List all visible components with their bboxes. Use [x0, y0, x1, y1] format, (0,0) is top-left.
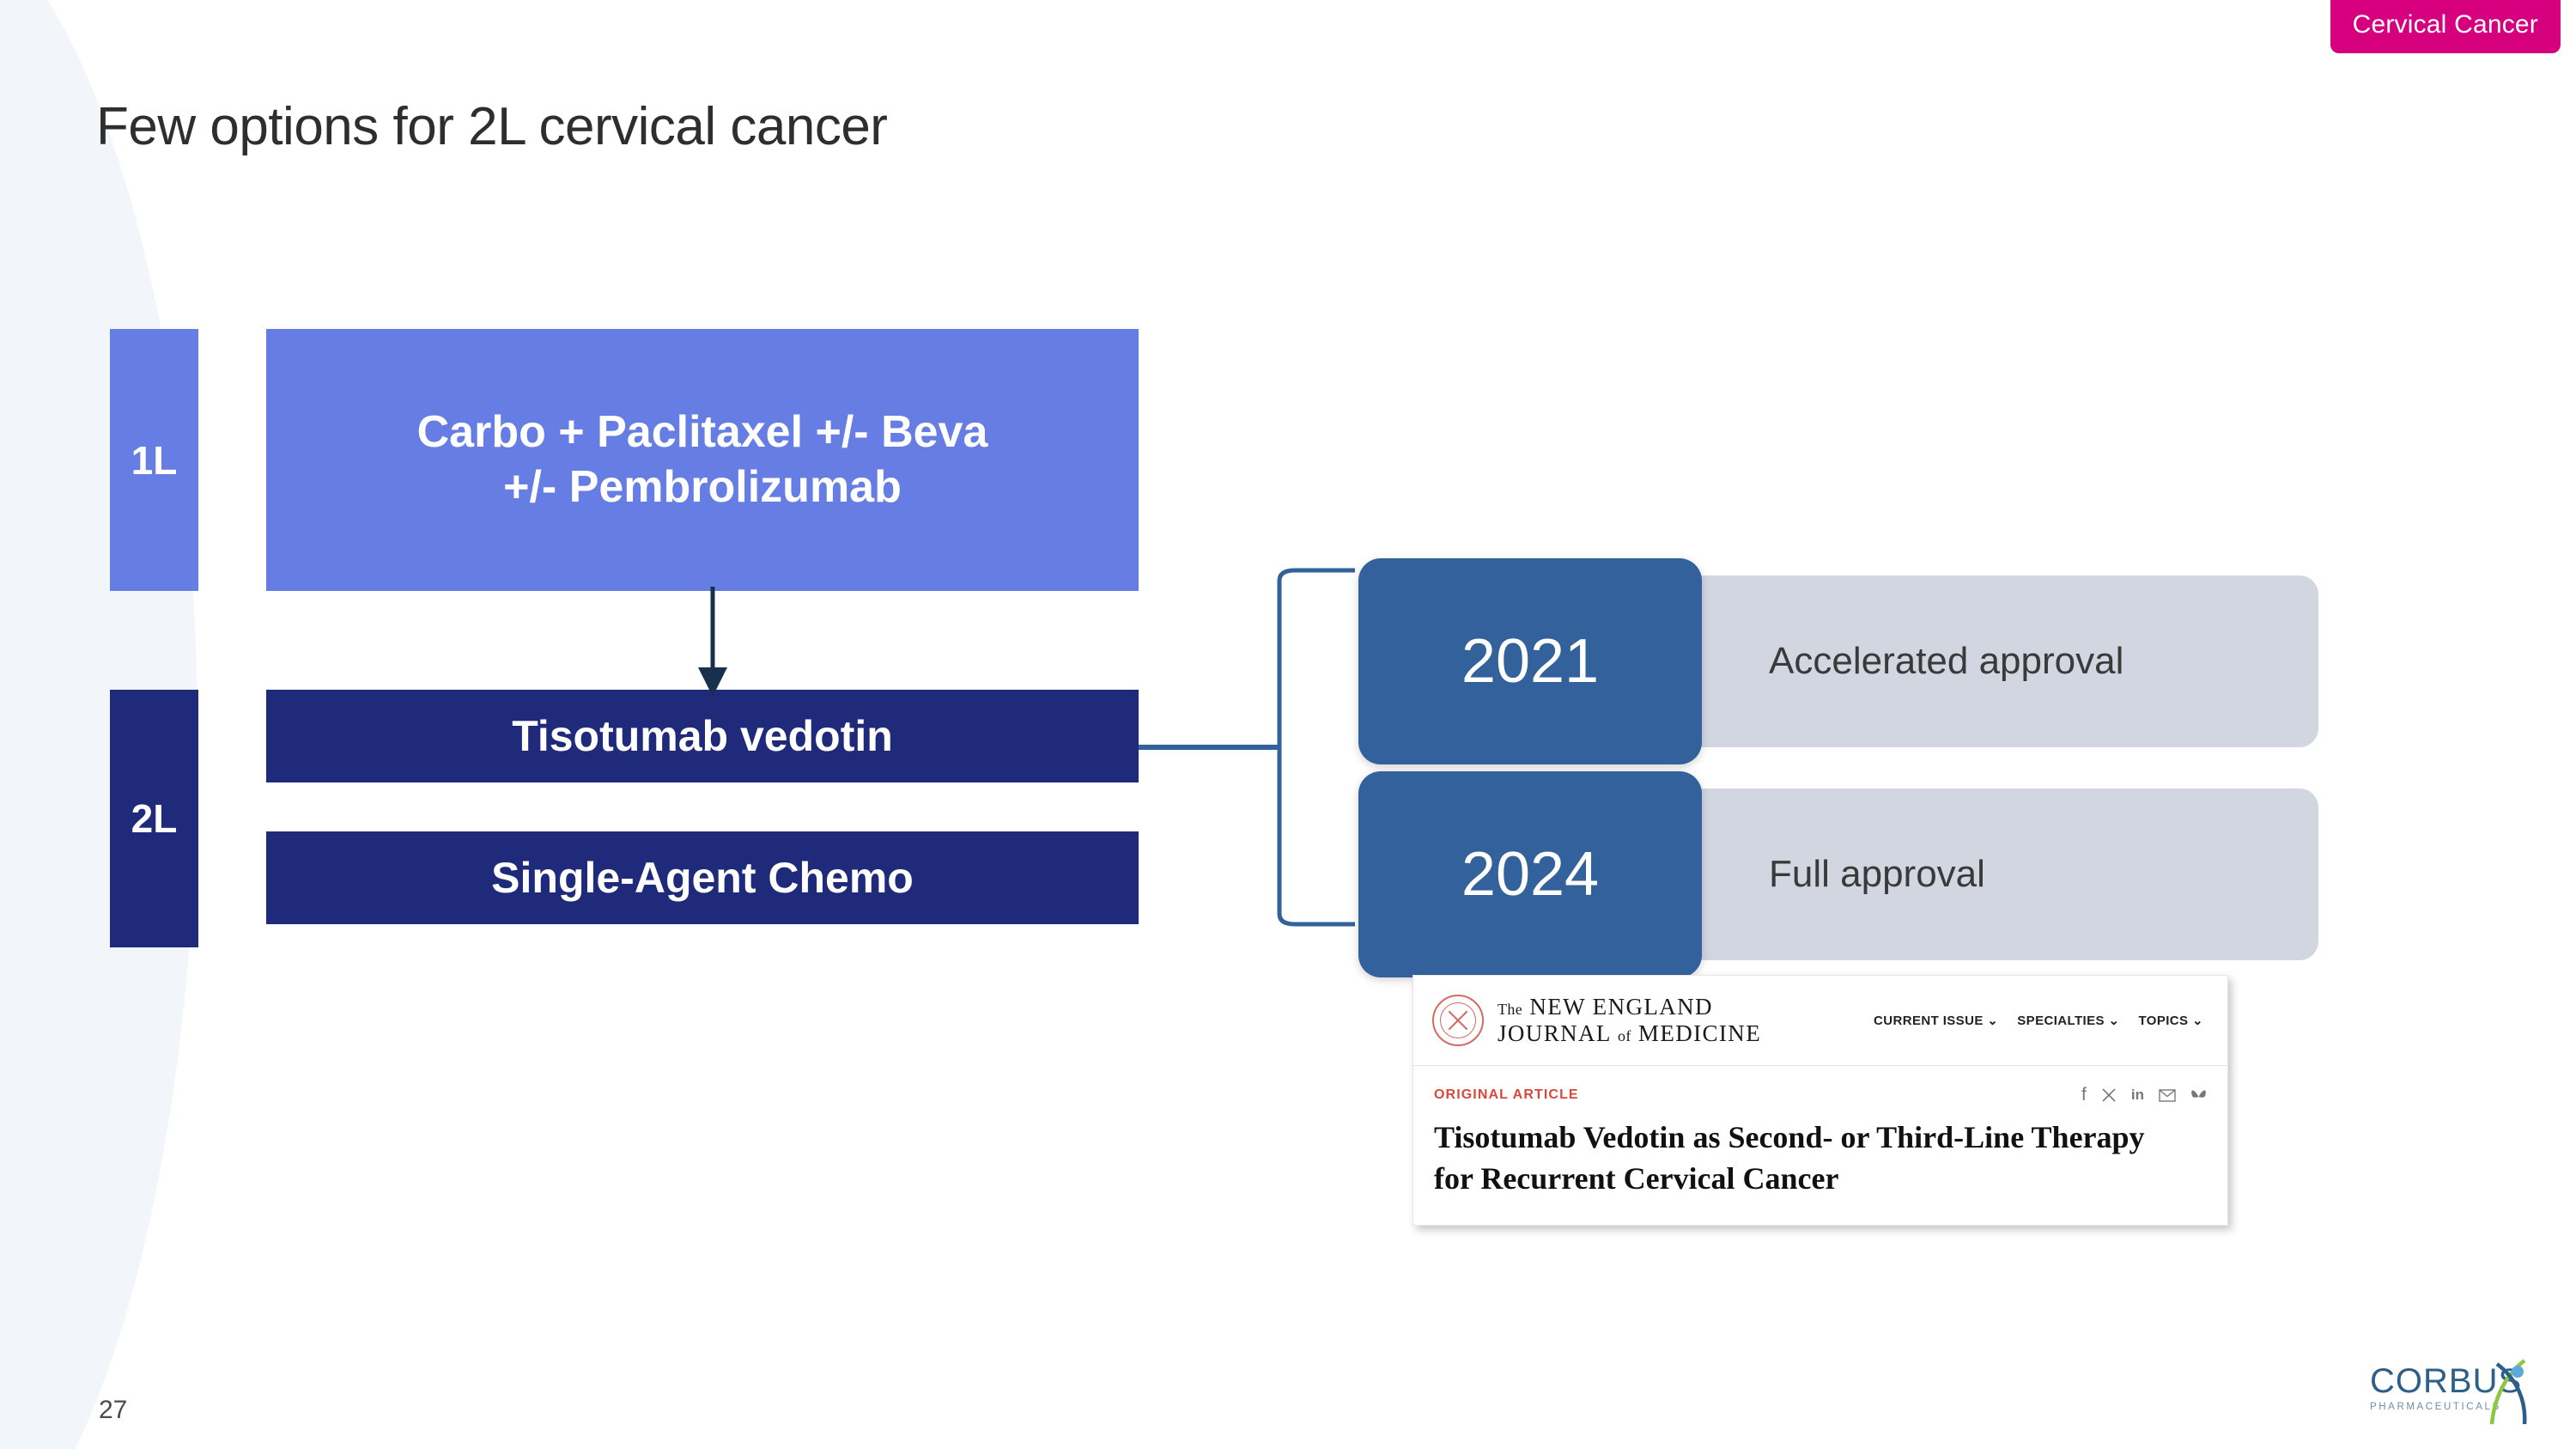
- nejm-of: of: [1617, 1027, 1631, 1044]
- nejm-medicine: MEDICINE: [1637, 1020, 1762, 1046]
- line-of-therapy-tab-1l: 1L: [110, 329, 198, 591]
- nejm-wordmark: The NEW ENGLAND JOURNAL of MEDICINE: [1498, 994, 1761, 1048]
- x-icon[interactable]: [2101, 1087, 2117, 1103]
- topic-badge: Cervical Cancer: [2330, 0, 2561, 53]
- approval-year-2021: 2021: [1358, 558, 1702, 764]
- nejm-new-england: NEW ENGLAND: [1529, 993, 1713, 1020]
- corbus-swoosh-icon: [2489, 1359, 2527, 1425]
- nejm-nav-current-issue[interactable]: CURRENT ISSUE ⌄: [1874, 1014, 1999, 1028]
- nejm-the: The: [1498, 1000, 1523, 1018]
- regimen-1l-line1: Carbo + Paclitaxel +/- Beva: [416, 407, 988, 458]
- page-title: Few options for 2L cervical cancer: [96, 97, 888, 156]
- nejm-masthead: The NEW ENGLAND JOURNAL of MEDICINE CURR…: [1413, 976, 2227, 1066]
- approval-year-2024: 2024: [1358, 771, 1702, 977]
- page-number: 27: [99, 1396, 128, 1424]
- down-arrow-icon: [698, 587, 727, 697]
- regimen-1l-line2: +/- Pembrolizumab: [503, 461, 902, 512]
- nejm-headline-line1: Tisotumab Vedotin as Second- or Third-Li…: [1434, 1120, 2145, 1154]
- nejm-kicker: ORIGINAL ARTICLE: [1434, 1087, 1579, 1102]
- corbus-logo-subtitle: PHARMACEUTICALS: [2370, 1402, 2501, 1412]
- regimen-box-tisotumab: Tisotumab vedotin: [266, 690, 1139, 782]
- bluesky-icon[interactable]: [2190, 1088, 2207, 1102]
- nejm-headline-line2: for Recurrent Cervical Cancer: [1434, 1160, 1839, 1196]
- regimen-box-1l: Carbo + Paclitaxel +/- Beva +/- Pembroli…: [266, 329, 1139, 591]
- nejm-nav-specialties[interactable]: SPECIALTIES ⌄: [2017, 1014, 2120, 1028]
- facebook-icon[interactable]: f: [2081, 1085, 2087, 1105]
- nejm-headline: Tisotumab Vedotin as Second- or Third-Li…: [1434, 1117, 2207, 1200]
- line-of-therapy-tab-2l: 2L: [110, 690, 198, 947]
- nejm-nav: CURRENT ISSUE ⌄ SPECIALTIES ⌄ TOPICS ⌄: [1874, 1013, 2208, 1028]
- nejm-social-row: f in: [2081, 1085, 2207, 1105]
- nejm-seal-icon: [1432, 995, 1484, 1046]
- lot-2l-label: 2L: [131, 796, 178, 841]
- regimen-2l-line2: Single-Agent Chemo: [491, 854, 914, 902]
- linkedin-icon[interactable]: in: [2130, 1087, 2144, 1103]
- nejm-nav-topics[interactable]: TOPICS ⌄: [2138, 1014, 2203, 1028]
- corbus-logo: CORBUS PHARMACEUTICALS: [2370, 1359, 2542, 1426]
- mail-icon[interactable]: [2159, 1088, 2176, 1102]
- bracket-connector: [1132, 568, 1355, 927]
- lot-1l-label: 1L: [131, 437, 178, 483]
- nejm-journal: JOURNAL: [1498, 1020, 1611, 1046]
- corbus-logo-name: CORBUS: [2370, 1362, 2523, 1400]
- regimen-box-single-agent-chemo: Single-Agent Chemo: [266, 831, 1139, 924]
- regimen-2l-line1: Tisotumab vedotin: [512, 712, 893, 760]
- nejm-article-screenshot: The NEW ENGLAND JOURNAL of MEDICINE CURR…: [1413, 975, 2228, 1226]
- nejm-article-body: ORIGINAL ARTICLE f in: [1413, 1066, 2227, 1200]
